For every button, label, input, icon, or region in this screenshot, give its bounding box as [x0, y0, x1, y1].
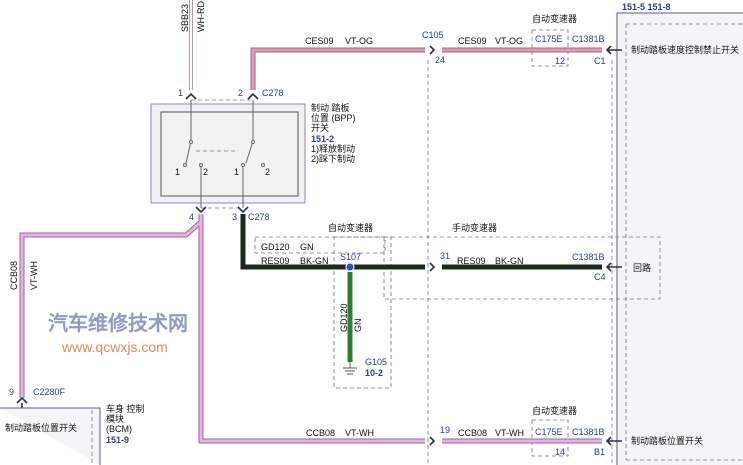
vt-wh-vert-label: VT-WH: [29, 261, 39, 290]
module-arrow-icon: [605, 436, 622, 446]
auto-trans-box-mid: [254, 236, 386, 254]
pin-b1-label: B1: [594, 447, 605, 457]
c278-bottom-label: C278: [248, 212, 270, 222]
ground-dash-box: [333, 236, 392, 389]
c2280f-label: C2280F: [33, 387, 66, 397]
pin-24-label: 24: [435, 55, 445, 65]
switch-top-pins-icon: [185, 92, 259, 100]
inline-arrow-icon: [429, 262, 436, 272]
c1381b-label-mid: C1381B: [572, 252, 605, 262]
module-arrow-icon: [605, 45, 622, 55]
pin-14-label: 14: [555, 447, 565, 457]
contact-2b: 2: [265, 167, 270, 177]
vt-wh-label-2: VT-WH: [495, 428, 524, 438]
bpp-ref: 151-2: [311, 134, 334, 144]
pin-3-label: 3: [232, 212, 237, 222]
gd120-label: GD120: [261, 242, 290, 252]
bpp-name-2: 位置 (BPP): [311, 112, 356, 123]
pin-12-label: 12: [555, 56, 565, 66]
s107-label: S107: [340, 252, 361, 262]
ground-icon: [343, 362, 357, 375]
c105-label: C105: [422, 30, 444, 40]
res09-wire: [240, 214, 602, 270]
c1381b-label-top: C1381B: [572, 34, 605, 44]
ces09-wire: [250, 47, 602, 90]
res09-label: RES09: [261, 256, 290, 266]
contact-1a: 1: [175, 167, 180, 177]
ces-function-label: 制动踏板速度控制禁止开关: [631, 44, 739, 55]
vt-wh-label: VT-WH: [345, 428, 374, 438]
contact-2a: 2: [203, 167, 208, 177]
splice-s107: [345, 262, 355, 272]
bk-gn-label-2: BK-GN: [495, 256, 524, 266]
auto-trans-label-bottom: 自动变速器: [532, 405, 577, 416]
bcm-name-3: (BCM): [106, 424, 132, 434]
g105-label: G105: [365, 357, 387, 367]
bcm-function-label: 制动踏板位置开关: [5, 422, 77, 433]
res09-label-2: RES09: [457, 256, 486, 266]
vt-og-label: VT-OG: [345, 36, 373, 46]
switch-bottom-pins-icon: [195, 206, 249, 214]
pin-19-label: 19: [440, 425, 450, 435]
inline-arrow-icon: [429, 436, 436, 446]
pin-c4-label: C4: [594, 272, 606, 282]
ces09-label-2: CES09: [458, 36, 487, 46]
contact-1b: 1: [234, 167, 239, 177]
ccb-function-label: 制动踏板位置开关: [631, 435, 703, 446]
g105-ref: 10-2: [365, 368, 383, 378]
c278-top-label: C278: [262, 88, 284, 98]
wh-rd-label: WH-RD: [196, 1, 206, 32]
inline-arrow-icon: [429, 45, 436, 55]
auto-trans-label-mid: 自动变速器: [328, 222, 373, 233]
harness-dashed-lines: [427, 60, 613, 465]
sbb23-label: SBB23: [180, 4, 190, 32]
bcm-name-2: 模块: [106, 413, 124, 424]
ccb08-label: CCB08: [306, 428, 335, 438]
right-module-refs: 151-5 151-8: [622, 2, 671, 12]
c175e-label-bottom: C175E: [535, 427, 563, 437]
manual-trans-label: 手动变速器: [452, 222, 497, 233]
watermark-logo: 汽车维修技术网: [48, 311, 188, 335]
bcm-name-1: 车身 控制: [106, 403, 145, 414]
pin-1-label: 1: [178, 88, 183, 98]
gn-vert-label: GN: [353, 319, 363, 333]
auto-trans-box-bottom: [531, 419, 569, 457]
bpp-note-2: 2)踩下制动: [311, 153, 355, 164]
res-function-label: 回路: [633, 262, 651, 273]
switch-contacts-icon: [183, 100, 265, 208]
watermark-url: www.qcwxjs.com: [61, 339, 168, 355]
vt-og-label-2: VT-OG: [495, 36, 523, 46]
bpp-name-1: 制动 踏板: [311, 102, 350, 113]
ces09-label: CES09: [305, 36, 334, 46]
right-module-box: [616, 12, 743, 465]
right-module-inner-dash: [625, 23, 743, 461]
bcm-box: [0, 407, 101, 465]
pin-4-label: 4: [189, 212, 194, 222]
gd120-vert-label: GD120: [339, 303, 349, 332]
c175e-label-top: C175E: [535, 34, 563, 44]
bk-gn-label: BK-GN: [300, 256, 329, 266]
ccb08-vert-label: CCB08: [9, 261, 19, 290]
auto-trans-label-top: 自动变速器: [532, 13, 577, 24]
pin-c1-label: C1: [594, 56, 606, 66]
bpp-name-3: 开关: [311, 122, 329, 133]
pin-9-label: 9: [9, 387, 14, 397]
ccb08-label-2: CCB08: [458, 428, 487, 438]
module-arrow-icon: [605, 262, 622, 272]
bcm-ref: 151-9: [106, 435, 129, 445]
c1381b-label-bottom: C1381B: [572, 427, 605, 437]
pin-31-label: 31: [440, 251, 450, 261]
pin-2-label: 2: [238, 88, 243, 98]
bpp-note-1: 1)释放制动: [311, 143, 355, 154]
gn-label: GN: [300, 242, 314, 252]
bpp-switch-inner: [160, 111, 299, 197]
